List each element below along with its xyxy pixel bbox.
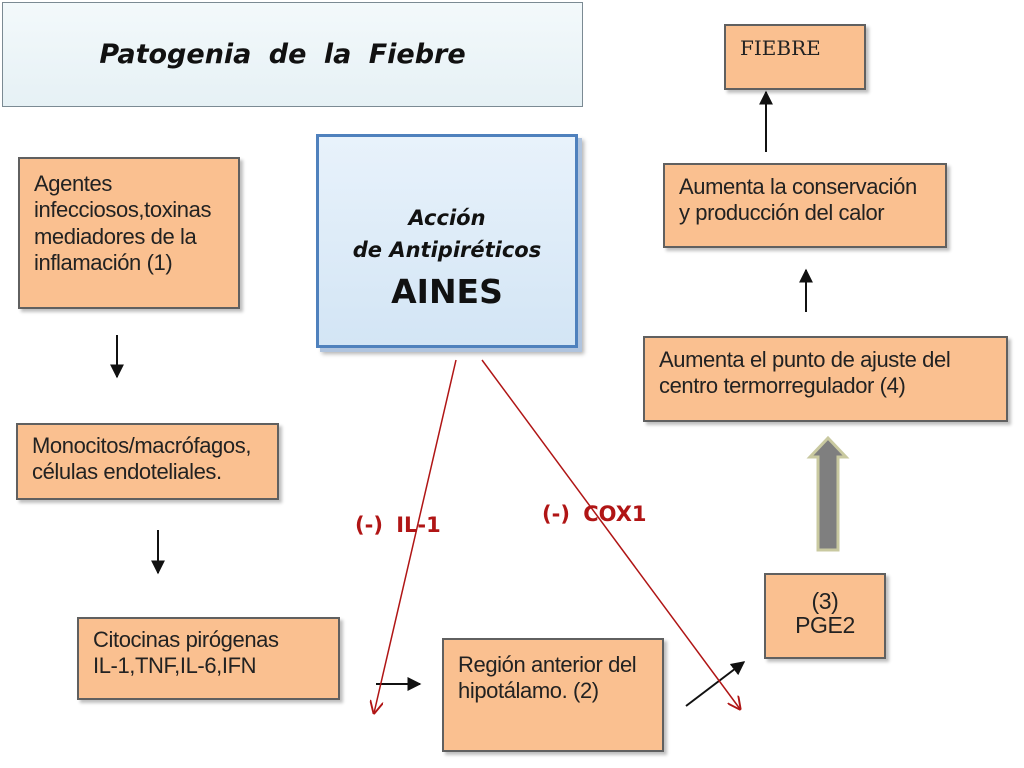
node-fiebre: FIEBRE xyxy=(724,24,866,90)
arrow-region-to-pge2 xyxy=(685,661,746,707)
node-conservacion-calor: Aumenta la conservación y producción del… xyxy=(663,163,947,248)
node-citocinas: Citocinas pirógenas IL-1,TNF,IL-6,IFN xyxy=(77,617,340,700)
node-agentes: Agentes infecciosos,toxinas mediadores d… xyxy=(18,157,240,309)
block-arrow-pge2-to-punto xyxy=(806,435,850,552)
node-region-hipotalamo: Región anterior del hipotálamo. (2) xyxy=(442,638,664,752)
page-title: Patogenia de la Fiebre xyxy=(99,39,466,70)
title-box: Patogenia de la Fiebre xyxy=(2,2,583,107)
aines-line-antipireticos: de Antipiréticos xyxy=(352,237,542,262)
inhibition-label-cox1: (-) COX1 xyxy=(542,502,647,526)
node-monocitos: Monocitos/macrófagos, células endotelial… xyxy=(16,423,279,500)
inhibition-label-il1: (-) IL-1 xyxy=(355,513,441,537)
aines-line-accion: Acción xyxy=(408,206,486,230)
aines-line-aines: AINES xyxy=(391,272,503,311)
node-pge2: (3) PGE2 xyxy=(764,573,886,659)
inhibit-line-cox1 xyxy=(481,359,740,709)
aines-action-box: Acción de Antipiréticos AINES xyxy=(316,134,578,348)
inhibit-line-il1 xyxy=(374,359,457,713)
node-punto-ajuste: Aumenta el punto de ajuste del centro te… xyxy=(643,336,1008,422)
